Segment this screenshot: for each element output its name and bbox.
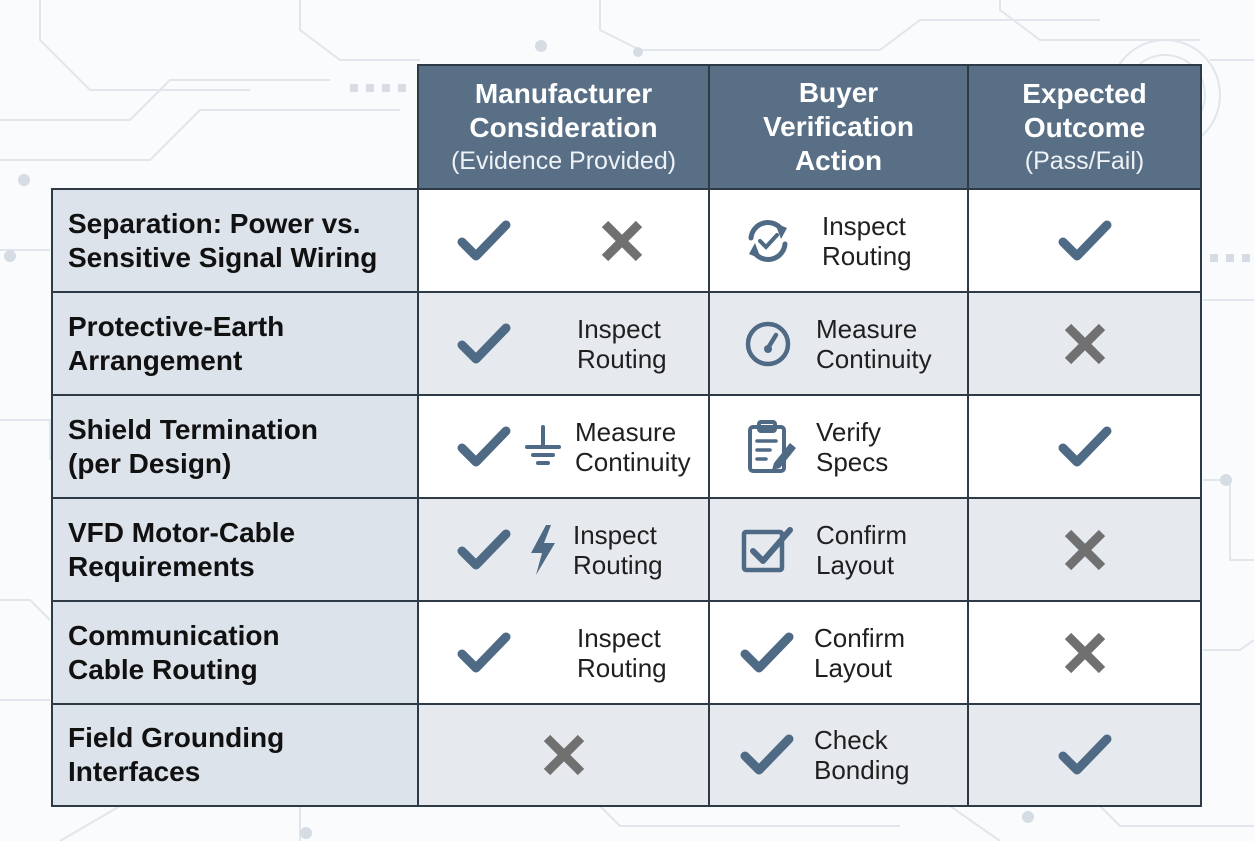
row-label-line: Requirements [68,550,255,582]
header-outcome: Expected Outcome (Pass/Fail) [967,64,1202,190]
checkbox-icon [740,524,796,576]
row-label-line: Field Grounding [68,722,285,753]
row-label-line: Protective-Earth [68,310,285,342]
evidence-label: Continuity [575,446,691,477]
outcome-cell [967,600,1202,705]
evidence-label: Inspect [577,622,661,653]
sync-arrows-icon [738,211,798,271]
header-title: Buyer [798,77,879,108]
verification-table: Manufacturer Consideration (Evidence Pro… [51,64,1202,807]
evidence-label: Inspect [573,519,657,550]
check-icon [740,630,794,676]
manufacturer-cell [417,188,710,293]
outcome-cell [967,497,1202,602]
row-label-line: Communication [68,619,280,651]
lightning-icon [527,523,559,577]
clipboard-edit-icon [746,419,798,475]
header-title: Outcome [1023,112,1146,143]
outcome-cell [967,394,1202,499]
corner-empty [51,64,419,190]
row-label-line: (per Design) [68,447,232,479]
check-icon [457,630,511,676]
gauge-icon [742,318,794,370]
row-label-line: Shield Termination [68,413,318,445]
evidence-label: Routing [577,343,667,374]
action-label: Layout [814,652,893,683]
check-icon [457,218,511,264]
row-label: Shield Termination(per Design) [51,394,419,499]
evidence-label: Routing [573,549,663,580]
cross-icon [599,218,645,264]
cross-icon [1062,630,1108,676]
row-label-line: Cable Routing [68,653,258,685]
action-label: Verify [816,416,882,447]
cross-icon [1062,321,1108,367]
action-label: Check [814,725,888,755]
action-label: Measure [816,313,918,344]
header-title: Expected [1022,78,1147,109]
header-subtitle: (Evidence Provided) [450,147,677,175]
check-icon [457,424,511,470]
header-buyer: Buyer Verification Action [708,64,969,190]
header-title: Manufacturer [474,78,653,109]
header-title: Consideration [469,112,658,143]
header-title: Action [794,145,883,176]
manufacturer-cell [417,703,710,807]
row-label-line: VFD Motor-Cable [68,516,296,548]
check-icon [1058,424,1112,470]
action-label: Confirm [816,519,908,550]
evidence-label: Inspect [577,313,661,344]
evidence-label: Routing [577,652,667,683]
check-icon [457,527,511,573]
header-title: Verification [763,111,914,142]
outcome-cell [967,291,1202,396]
action-label: Inspect [822,210,906,241]
cross-icon [541,732,587,778]
row-label: Separation: Power vs.Sensitive Signal Wi… [51,188,419,293]
action-label: Specs [816,446,889,477]
action-label: Routing [822,240,912,271]
ground-icon [523,423,563,471]
row-label-line: Arrangement [68,344,243,376]
check-icon [1058,732,1112,778]
evidence-label: Measure [575,416,677,447]
header-subtitle: (Pass/Fail) [1024,147,1145,175]
check-icon [740,732,794,778]
action-label: Layout [816,549,895,580]
action-label: Confirm [814,622,906,653]
row-label-line: Separation: Power vs. [68,207,361,239]
action-label: Continuity [816,343,932,374]
check-icon [1058,218,1112,264]
action-label: Bonding [814,755,910,785]
outcome-cell [967,703,1202,807]
check-icon [457,321,511,367]
outcome-cell [967,188,1202,293]
header-manufacturer: Manufacturer Consideration (Evidence Pro… [417,64,710,190]
cross-icon [1062,527,1108,573]
row-label-line: Sensitive Signal Wiring [68,241,378,273]
row-label-line: Interfaces [68,756,201,787]
